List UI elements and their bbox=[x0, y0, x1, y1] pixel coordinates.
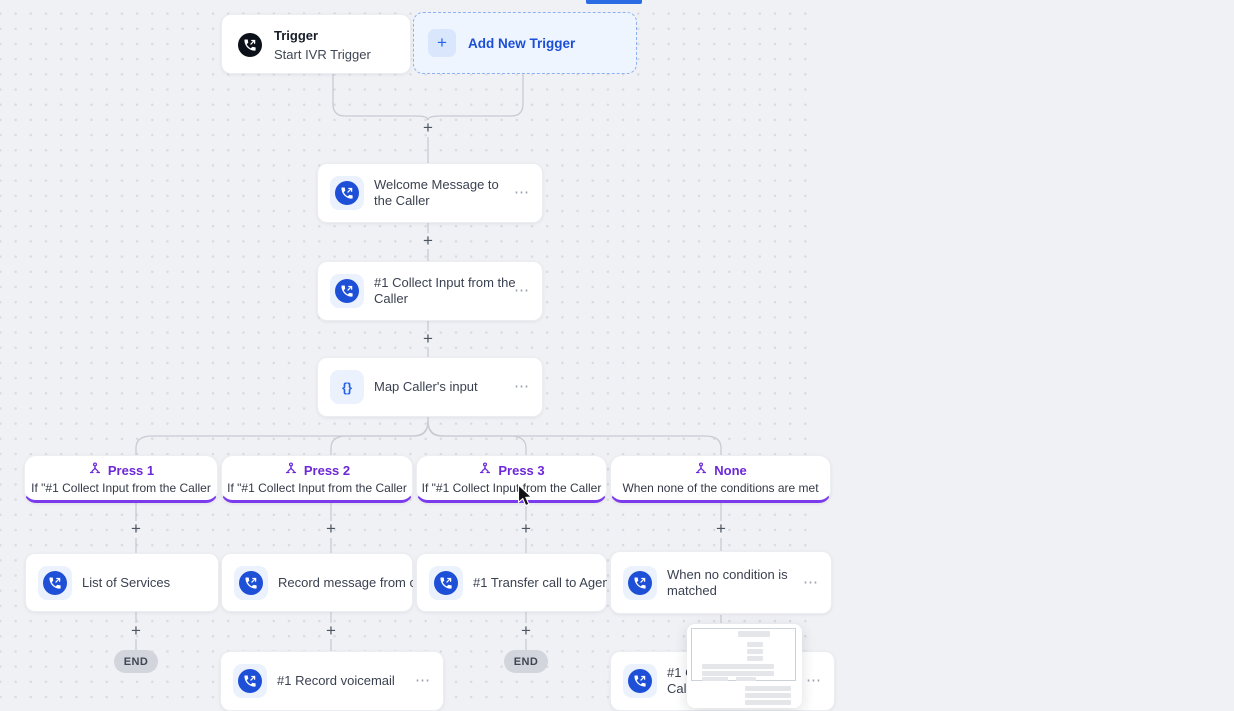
phone-icon bbox=[330, 274, 364, 308]
branch-icon bbox=[88, 461, 102, 479]
add-step-button[interactable]: + bbox=[326, 621, 336, 640]
node-label: #1 Transfer call to Agent bbox=[473, 574, 607, 590]
node-menu-button[interactable]: ⋯ bbox=[514, 184, 530, 201]
phone-icon bbox=[330, 176, 364, 210]
phone-icon bbox=[38, 565, 72, 600]
node-menu-button[interactable]: ⋯ bbox=[806, 672, 822, 689]
tab-indicator bbox=[586, 0, 642, 4]
phone-icon bbox=[234, 565, 268, 600]
phone-icon bbox=[623, 565, 657, 600]
node-menu-button[interactable]: ⋯ bbox=[415, 672, 431, 689]
end-badge: END bbox=[504, 650, 548, 673]
node-preview-popup bbox=[687, 624, 802, 708]
braces-icon: {} bbox=[330, 370, 364, 404]
trigger-subtitle: Start IVR Trigger bbox=[274, 47, 371, 62]
node-label: When no condition is matched bbox=[667, 566, 788, 598]
branch-label: Press 3 bbox=[498, 462, 545, 478]
preview-thumbnail bbox=[691, 628, 796, 681]
branch-none[interactable]: None When none of the conditions are met bbox=[610, 455, 831, 503]
node-label: Record message from caller bbox=[278, 574, 413, 590]
node-no-condition-matched[interactable]: When no condition is matched ⋯ bbox=[610, 551, 832, 614]
branch-icon bbox=[284, 461, 298, 479]
branch-press-2[interactable]: Press 2 If "#1 Collect Input from the Ca… bbox=[221, 455, 413, 503]
branch-label: Press 2 bbox=[303, 462, 351, 478]
trigger-node[interactable]: Trigger Start IVR Trigger bbox=[221, 14, 411, 74]
add-new-trigger-button[interactable]: + Add New Trigger bbox=[413, 12, 637, 74]
node-welcome-message[interactable]: Welcome Message to the Caller ⋯ bbox=[317, 163, 543, 223]
add-step-button[interactable]: + bbox=[423, 329, 433, 348]
add-step-button[interactable]: + bbox=[521, 519, 531, 538]
branch-label: Press 1 bbox=[107, 462, 155, 478]
mouse-cursor bbox=[517, 483, 534, 513]
node-menu-button[interactable]: ⋯ bbox=[803, 573, 819, 591]
add-step-button[interactable]: + bbox=[131, 519, 141, 538]
node-record-voicemail[interactable]: #1 Record voicemail ⋯ bbox=[220, 651, 444, 711]
node-label: List of Services bbox=[82, 574, 171, 590]
node-label: #1 Record voicemail bbox=[277, 673, 395, 688]
node-map-input[interactable]: {} Map Caller's input ⋯ bbox=[317, 357, 543, 417]
node-list-of-services[interactable]: List of Services bbox=[25, 553, 219, 612]
add-step-button[interactable]: + bbox=[716, 519, 726, 538]
node-label: Map Caller's input bbox=[374, 379, 478, 394]
add-new-trigger-label: Add New Trigger bbox=[468, 35, 576, 51]
add-step-button[interactable]: + bbox=[521, 621, 531, 640]
node-record-message[interactable]: Record message from caller bbox=[221, 553, 413, 612]
node-label: #1 Collect Input from the Caller bbox=[374, 275, 516, 306]
plus-icon: + bbox=[428, 29, 456, 57]
node-transfer-call[interactable]: #1 Transfer call to Agent bbox=[416, 553, 607, 612]
trigger-icon bbox=[238, 33, 262, 62]
branch-icon bbox=[478, 461, 492, 479]
branch-press-1[interactable]: Press 1 If "#1 Collect Input from the Ca… bbox=[24, 455, 218, 503]
add-step-button[interactable]: + bbox=[326, 519, 336, 538]
branch-press-3[interactable]: Press 3 If "#1 Collect Input from the Ca… bbox=[416, 455, 607, 503]
phone-icon bbox=[429, 565, 463, 600]
branch-label: None bbox=[714, 462, 747, 478]
node-menu-button[interactable]: ⋯ bbox=[514, 378, 530, 395]
add-step-button[interactable]: + bbox=[423, 118, 433, 137]
branch-condition: If "#1 Collect Input from the Caller bbox=[31, 480, 211, 495]
trigger-title: Trigger bbox=[274, 28, 319, 43]
end-badge: END bbox=[114, 650, 158, 673]
branch-condition: If "#1 Collect Input from the Caller bbox=[227, 480, 407, 495]
phone-icon bbox=[233, 664, 267, 698]
add-step-button[interactable]: + bbox=[131, 621, 141, 640]
node-label: Welcome Message to the Caller bbox=[374, 177, 499, 208]
node-collect-input[interactable]: #1 Collect Input from the Caller ⋯ bbox=[317, 261, 543, 321]
phone-icon bbox=[623, 664, 657, 698]
branch-icon bbox=[694, 461, 708, 479]
branch-condition: If "#1 Collect Input from the Caller bbox=[421, 480, 602, 495]
branch-condition: When none of the conditions are met bbox=[622, 480, 819, 495]
node-menu-button[interactable]: ⋯ bbox=[514, 282, 530, 299]
add-step-button[interactable]: + bbox=[423, 231, 433, 250]
